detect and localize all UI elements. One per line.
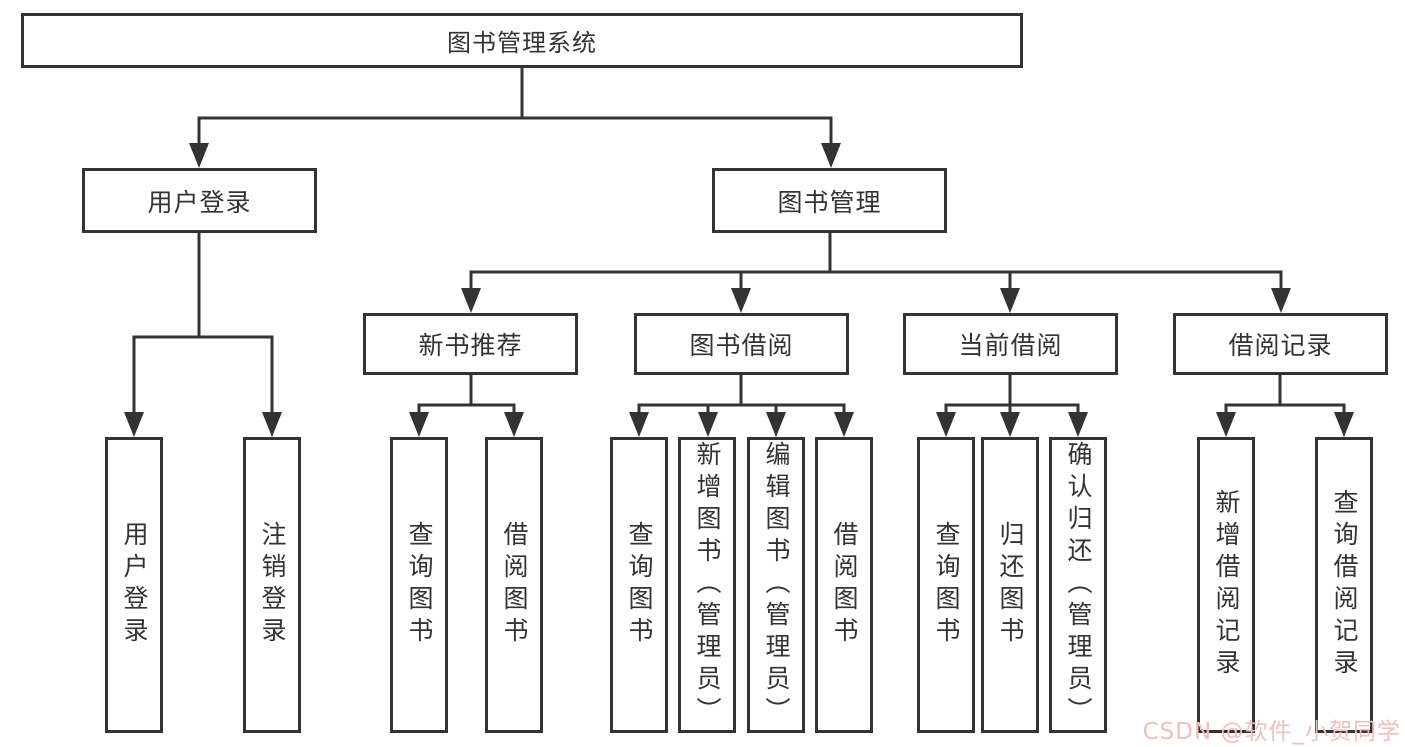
leaf-return-books: 归还图书 [981, 437, 1039, 733]
leaf-confirm-return-admin: 确认归还（管理员） [1049, 437, 1107, 733]
leaf-query-borrow-record: 查询借阅记录 [1315, 437, 1373, 733]
leaf-add-books-admin: 新增图书（管理员） [678, 437, 736, 733]
leaf-logout: 注销登录 [243, 437, 301, 733]
node-sub-book-borrow: 图书借阅 [634, 313, 849, 375]
node-branch-book-management: 图书管理 [712, 168, 947, 233]
leaf-query-books-borrow: 查询图书 [610, 437, 668, 733]
node-sub-current-borrow: 当前借阅 [903, 313, 1118, 375]
node-sub-new-book-recommend: 新书推荐 [363, 313, 578, 375]
node-root-system: 图书管理系统 [21, 13, 1023, 68]
leaf-edit-books-admin: 编辑图书（管理员） [747, 437, 805, 733]
tree-connectors [124, 66, 1354, 437]
leaf-borrow-books-borrow: 借阅图书 [815, 437, 873, 733]
node-sub-borrow-records: 借阅记录 [1173, 313, 1388, 375]
leaf-query-books-current: 查询图书 [917, 437, 975, 733]
leaf-query-books-newrec: 查询图书 [390, 437, 448, 733]
csdn-watermark: CSDN @软件_小贺同学 [1142, 719, 1401, 745]
leaf-add-borrow-record: 新增借阅记录 [1197, 437, 1255, 733]
leaf-user-login: 用户登录 [105, 437, 163, 733]
node-branch-user-login: 用户登录 [82, 168, 317, 233]
leaf-borrow-books-newrec: 借阅图书 [485, 437, 543, 733]
